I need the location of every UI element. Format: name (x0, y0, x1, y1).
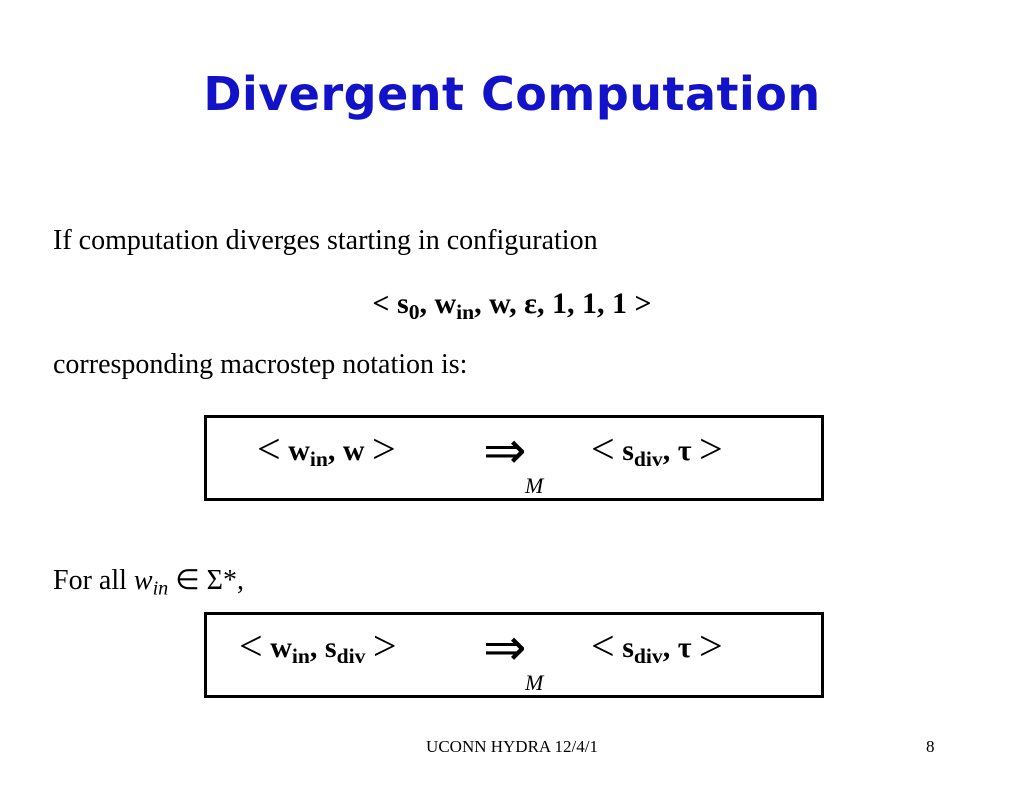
box1-s: sdiv, τ (622, 434, 692, 472)
box2-lhs: < win, sdiv > (239, 624, 397, 670)
config-sub-in: in (456, 300, 475, 325)
box1-rhs-close: > (699, 427, 723, 473)
box2-rhs-close: > (699, 624, 723, 670)
page-number: 8 (926, 737, 935, 756)
implies-arrow-icon: ⇒ (483, 618, 527, 678)
notation-text: corresponding macrostep notation is: (53, 349, 468, 380)
box2-rhs-open: < (591, 624, 615, 670)
config-w: , w (419, 287, 457, 320)
macrostep-box-1: < win, w > ⇒ M < sdiv, τ > (204, 415, 824, 501)
box2-s: sdiv, τ (622, 631, 692, 669)
implies-arrow-icon: ⇒ (483, 421, 527, 481)
intro-text: If computation diverges starting in conf… (53, 225, 598, 256)
box1-lhs: < win, w > (257, 427, 396, 473)
box1-lhs-close: > (372, 427, 396, 473)
box2-rhs: < sdiv, τ > (591, 624, 723, 670)
box2-arrow-subscript: M (525, 670, 544, 695)
box1-rhs: < sdiv, τ > (591, 427, 723, 473)
for-all-text: For all win ∈ Σ*, (53, 565, 244, 600)
box2-lhs-open: < (239, 624, 263, 670)
initial-configuration: < s0, win, w, ε, 1, 1, 1 > (0, 286, 1024, 325)
config-rest: , w, ε, 1, 1, 1 > (474, 287, 652, 320)
box1-rhs-open: < (591, 427, 615, 473)
config-open: < s (372, 287, 409, 320)
config-sub-0: 0 (408, 300, 420, 325)
macrostep-box-2: < win, sdiv > ⇒ M < sdiv, τ > (204, 612, 824, 698)
box2-lhs-close: > (372, 624, 397, 670)
box1-arrow-subscript: M (525, 473, 544, 498)
box1-lhs-open: < (257, 427, 281, 473)
box1-w: win, w (288, 434, 365, 472)
slide-footer: UCONN HYDRA 12/4/1 (426, 737, 598, 756)
slide-title: Divergent Computation (203, 67, 821, 121)
box2-w: win, sdiv (270, 631, 366, 669)
